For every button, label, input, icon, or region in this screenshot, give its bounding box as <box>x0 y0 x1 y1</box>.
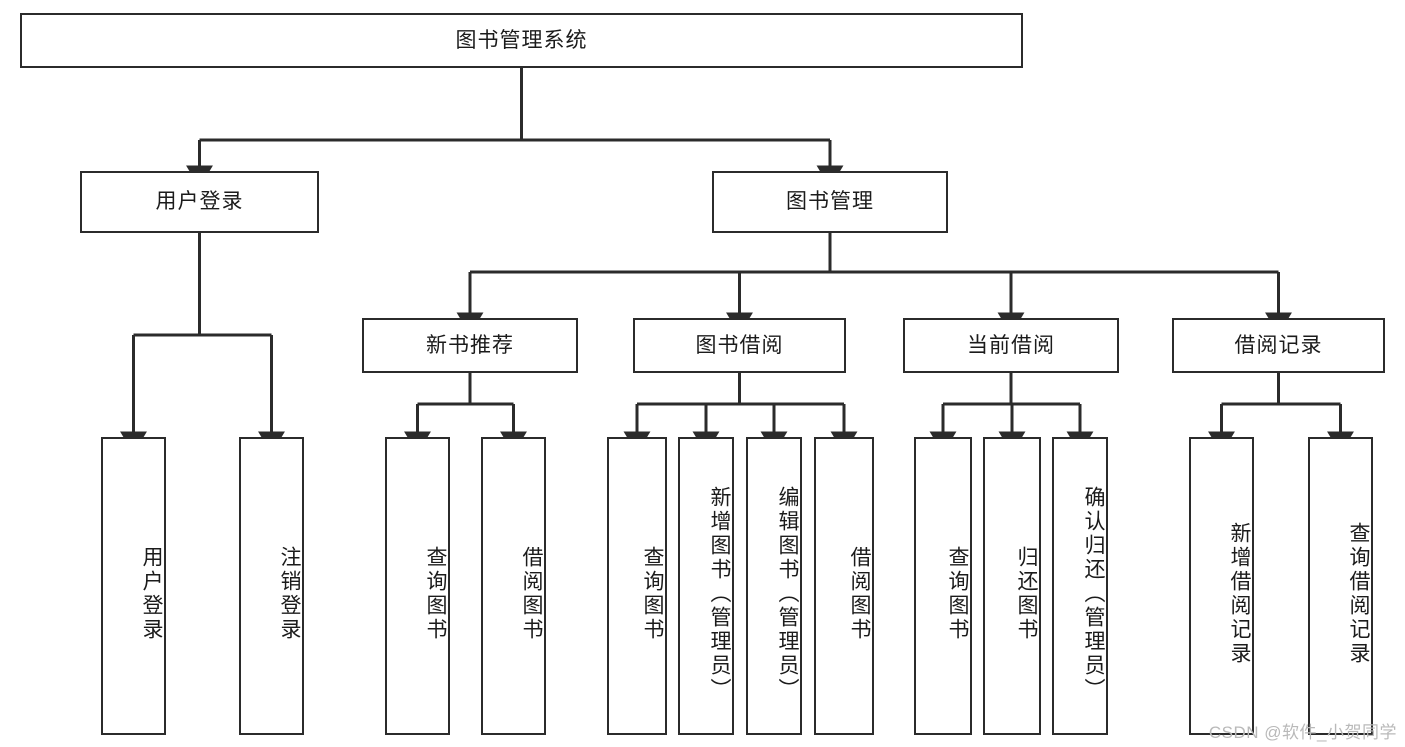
node-leaf-br-query[interactable]: 查询借阅记录 <box>1308 437 1373 735</box>
node-leaf-cb-return[interactable]: 归还图书 <box>983 437 1041 735</box>
node-leaf-rec-query[interactable]: 查询图书 <box>385 437 450 735</box>
node-borrow-record[interactable]: 借阅记录 <box>1172 318 1385 373</box>
node-label: 图书管理 <box>786 190 874 214</box>
node-label: 当前借阅 <box>967 333 1055 357</box>
node-label: 用户登录 <box>155 190 244 214</box>
node-label: 借阅图书 <box>848 546 871 642</box>
node-leaf-bb-add[interactable]: 新增图书（管理员） <box>678 437 734 735</box>
node-label: 注销登录 <box>278 546 301 642</box>
node-label: 查询图书 <box>424 546 447 642</box>
node-current-borrow[interactable]: 当前借阅 <box>903 318 1119 373</box>
node-leaf-br-add[interactable]: 新增借阅记录 <box>1189 437 1254 735</box>
node-label: 借阅图书 <box>520 546 543 642</box>
node-leaf-cb-query[interactable]: 查询图书 <box>914 437 972 735</box>
node-label: 编辑图书（管理员） <box>776 486 799 702</box>
node-label: 查询借阅记录 <box>1347 522 1370 666</box>
node-label: 新书推荐 <box>426 333 514 357</box>
node-label: 归还图书 <box>1015 546 1038 642</box>
node-label: 查询图书 <box>946 546 969 642</box>
node-label: 图书借阅 <box>695 333 784 357</box>
node-book-borrow[interactable]: 图书借阅 <box>633 318 846 373</box>
node-new-book-rec[interactable]: 新书推荐 <box>362 318 578 373</box>
node-leaf-bb-query[interactable]: 查询图书 <box>607 437 667 735</box>
node-leaf-cb-confirm[interactable]: 确认归还（管理员） <box>1052 437 1108 735</box>
node-leaf-user-login[interactable]: 用户登录 <box>101 437 166 735</box>
node-label: 用户登录 <box>140 546 163 642</box>
node-leaf-logout[interactable]: 注销登录 <box>239 437 304 735</box>
node-leaf-rec-borrow[interactable]: 借阅图书 <box>481 437 546 735</box>
node-label: 新增图书（管理员） <box>708 486 731 702</box>
node-label: 图书管理系统 <box>455 28 588 52</box>
node-label: 新增借阅记录 <box>1228 522 1251 666</box>
node-user-login[interactable]: 用户登录 <box>80 171 319 233</box>
node-root[interactable]: 图书管理系统 <box>20 13 1023 68</box>
node-label: 确认归还（管理员） <box>1082 486 1105 702</box>
node-book-manage[interactable]: 图书管理 <box>712 171 948 233</box>
node-label: 借阅记录 <box>1234 333 1323 357</box>
csdn-watermark: CSDN @软件_小贺同学 <box>1208 723 1397 742</box>
node-leaf-bb-edit[interactable]: 编辑图书（管理员） <box>746 437 802 735</box>
node-label: 查询图书 <box>641 546 664 642</box>
node-leaf-bb-borrow[interactable]: 借阅图书 <box>814 437 874 735</box>
